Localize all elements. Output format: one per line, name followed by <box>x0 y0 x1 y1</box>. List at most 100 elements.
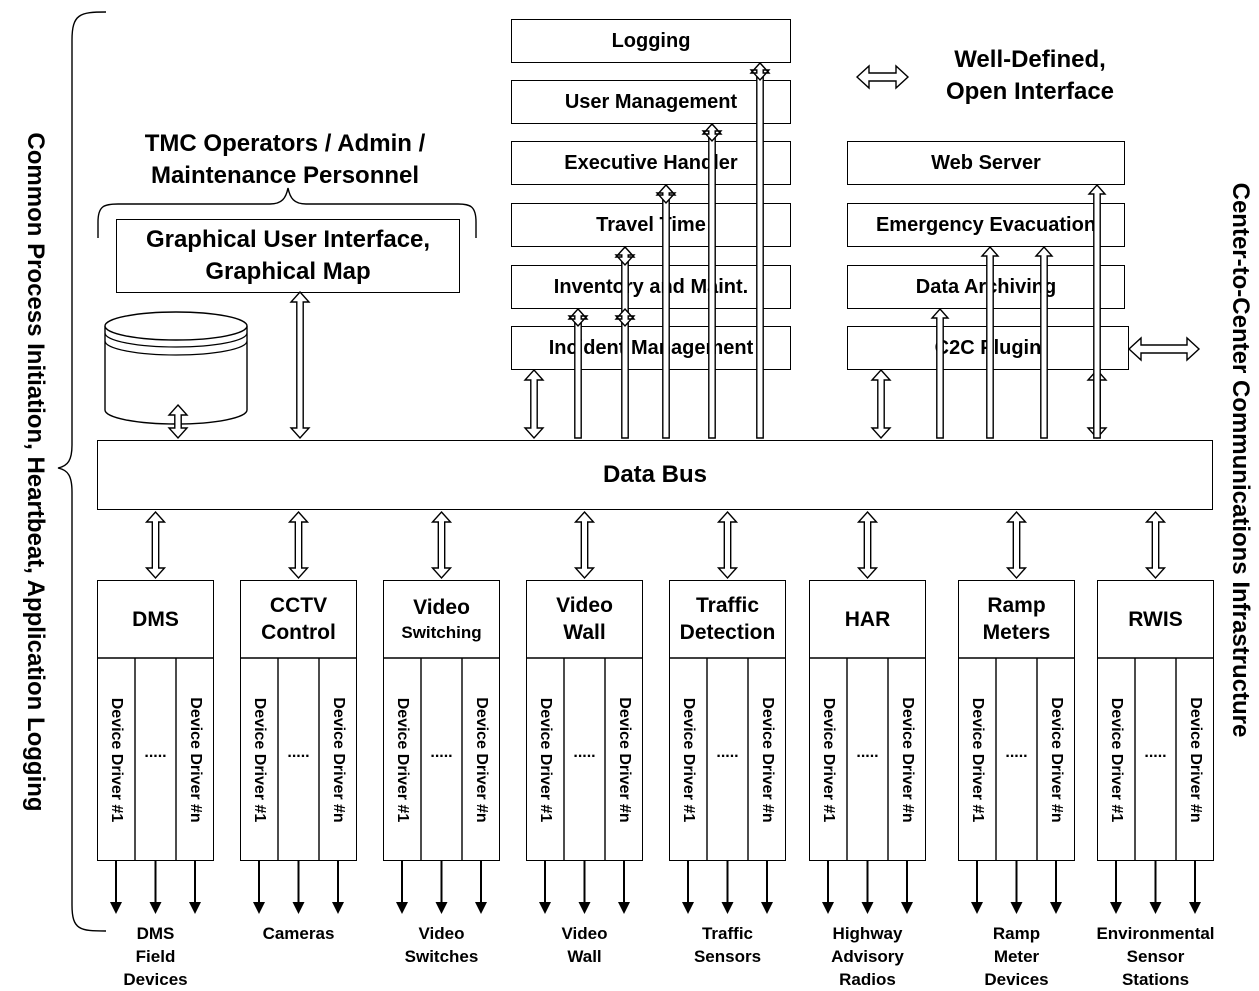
subsystem-title-line-2: Wall <box>563 621 606 644</box>
subsystem-title: RWIS <box>1097 580 1214 658</box>
device-driver-last: Device Driver #n <box>899 696 916 823</box>
subsystem-title-line-2: Switching <box>401 622 482 642</box>
service-incident-management: Incident Management <box>511 326 791 370</box>
subsystem-box <box>97 580 214 861</box>
subsystem-box <box>1097 580 1214 861</box>
output-arrow-mid-head <box>1010 902 1023 914</box>
subsystem-output-label: Ramp Meter Devices <box>984 924 1049 989</box>
service-executive-handler: Executive Handler <box>511 141 791 185</box>
subsystem-box <box>809 580 926 861</box>
output-arrow-mid-head <box>1149 902 1162 914</box>
service-user-management: User Management <box>511 80 791 124</box>
bus-subsystem-arrow-1 <box>287 510 310 580</box>
subsystem-output-label: Environmental Sensor Stations <box>1096 924 1215 989</box>
subsystem-box <box>240 580 357 861</box>
output-arrow-left-head <box>1110 902 1122 914</box>
subsystem-output-label: Traffic Sensors <box>693 924 762 966</box>
subsystem-title-line-1: DMS <box>132 607 179 631</box>
output-arrow-left-head <box>822 902 834 914</box>
device-driver-first: Device Driver #1 <box>537 697 554 822</box>
subsystem-title-line-2: Detection <box>679 621 776 644</box>
bus-subsystem-arrow-3 <box>573 510 596 580</box>
gui-bus-arrow <box>289 290 311 440</box>
c2c-bus-arrow-left <box>870 368 892 440</box>
output-arrow-right-head <box>1189 902 1201 914</box>
device-driver-ellipsis: ..... <box>1005 743 1028 761</box>
output-arrow-right-head <box>618 902 630 914</box>
device-driver-first: Device Driver #1 <box>820 697 837 822</box>
output-arrow-left-head <box>396 902 408 914</box>
subsystem-box <box>526 580 643 861</box>
subsystem-title-line-1: Video <box>556 594 613 617</box>
device-driver-last: Device Driver #n <box>330 696 347 823</box>
side-label-left: Common Process Initiation, Heartbeat, Ap… <box>22 132 49 812</box>
service-emergency-evacuation: Emergency Evacuation <box>847 203 1125 247</box>
operators-line-1: TMC Operators / Admin / <box>144 130 426 157</box>
subsystem-box <box>958 580 1075 861</box>
traveltime-incident-link <box>614 307 636 328</box>
traveltime-inventory-link <box>614 245 636 267</box>
incident-bus-arrow <box>523 368 545 440</box>
output-arrow-right-head <box>1050 902 1062 914</box>
executive-traveltime-link <box>655 183 677 205</box>
device-driver-last: Device Driver #n <box>616 696 633 823</box>
service-travel-time: Travel Time <box>511 203 791 247</box>
database-label: Database <box>133 368 219 390</box>
output-arrow-mid-head <box>292 902 305 914</box>
gui-box: Graphical User Interface, Graphical Map <box>116 219 460 293</box>
device-driver-first: Device Driver #1 <box>680 697 697 822</box>
service-web-server: Web Server <box>847 141 1125 185</box>
service-c2c-plugin: C2C Plugin <box>847 326 1129 370</box>
service-inventory-maint: Inventory and Maint. <box>511 265 791 309</box>
subsystem-output-label: DMS Field Devices <box>123 924 188 989</box>
device-driver-first: Device Driver #1 <box>108 697 125 822</box>
bus-subsystem-arrow-7 <box>1144 510 1167 580</box>
legend-double-arrow <box>855 64 910 90</box>
device-driver-last: Device Driver #n <box>759 696 776 823</box>
output-arrow-left-head <box>253 902 265 914</box>
output-arrow-right-head <box>189 902 201 914</box>
subsystem-title-line-1: HAR <box>844 607 891 631</box>
subsystem-title-line-1: Video <box>413 595 470 619</box>
subsystem-box <box>669 580 786 861</box>
output-arrow-left-head <box>539 902 551 914</box>
legend-line-1: Well-Defined, <box>954 46 1106 73</box>
database-bus-arrow <box>167 403 189 440</box>
output-arrow-mid-head <box>149 902 162 914</box>
bus-subsystem-arrow-2 <box>430 510 453 580</box>
output-arrow-right-head <box>332 902 344 914</box>
database-ring-2 <box>104 340 248 356</box>
logging-usermgmt-link <box>749 61 771 82</box>
data-bus: Data Bus <box>97 440 1213 510</box>
operators-label: TMC Operators / Admin / Maintenance Pers… <box>100 128 470 192</box>
subsystem-title-line-1: Traffic <box>695 594 760 617</box>
device-driver-ellipsis: ..... <box>573 743 596 761</box>
inventory-incident-link <box>567 307 589 328</box>
output-arrow-left-head <box>110 902 122 914</box>
device-driver-last: Device Driver #n <box>473 696 490 823</box>
output-arrow-mid-head <box>578 902 591 914</box>
subsystem-title-line-1: RWIS <box>1128 607 1183 631</box>
output-arrow-right-head <box>901 902 913 914</box>
subsystem-output-label: Cameras <box>262 924 335 943</box>
subsystem-title-line-2: Control <box>261 621 336 644</box>
bus-subsystem-arrow-5 <box>856 510 879 580</box>
database-cylinder-top <box>104 311 248 341</box>
c2c-bus-arrow-right <box>1086 368 1108 440</box>
service-logging: Logging <box>511 19 791 63</box>
bus-subsystem-arrow-0 <box>144 510 167 580</box>
subsystem-output-label: Video Switches <box>404 924 479 966</box>
output-arrow-mid-head <box>861 902 874 914</box>
device-driver-last: Device Driver #n <box>1048 696 1065 823</box>
gui-line-1: Graphical User Interface, <box>145 226 431 253</box>
operators-line-2: Maintenance Personnel <box>150 162 420 189</box>
device-driver-ellipsis: ..... <box>430 743 453 761</box>
output-arrow-mid-head <box>435 902 448 914</box>
device-driver-ellipsis: ..... <box>716 743 739 761</box>
device-driver-first: Device Driver #1 <box>969 697 986 822</box>
subsystem-title-line-2: Meters <box>982 621 1051 644</box>
gui-line-2: Graphical Map <box>205 258 371 285</box>
